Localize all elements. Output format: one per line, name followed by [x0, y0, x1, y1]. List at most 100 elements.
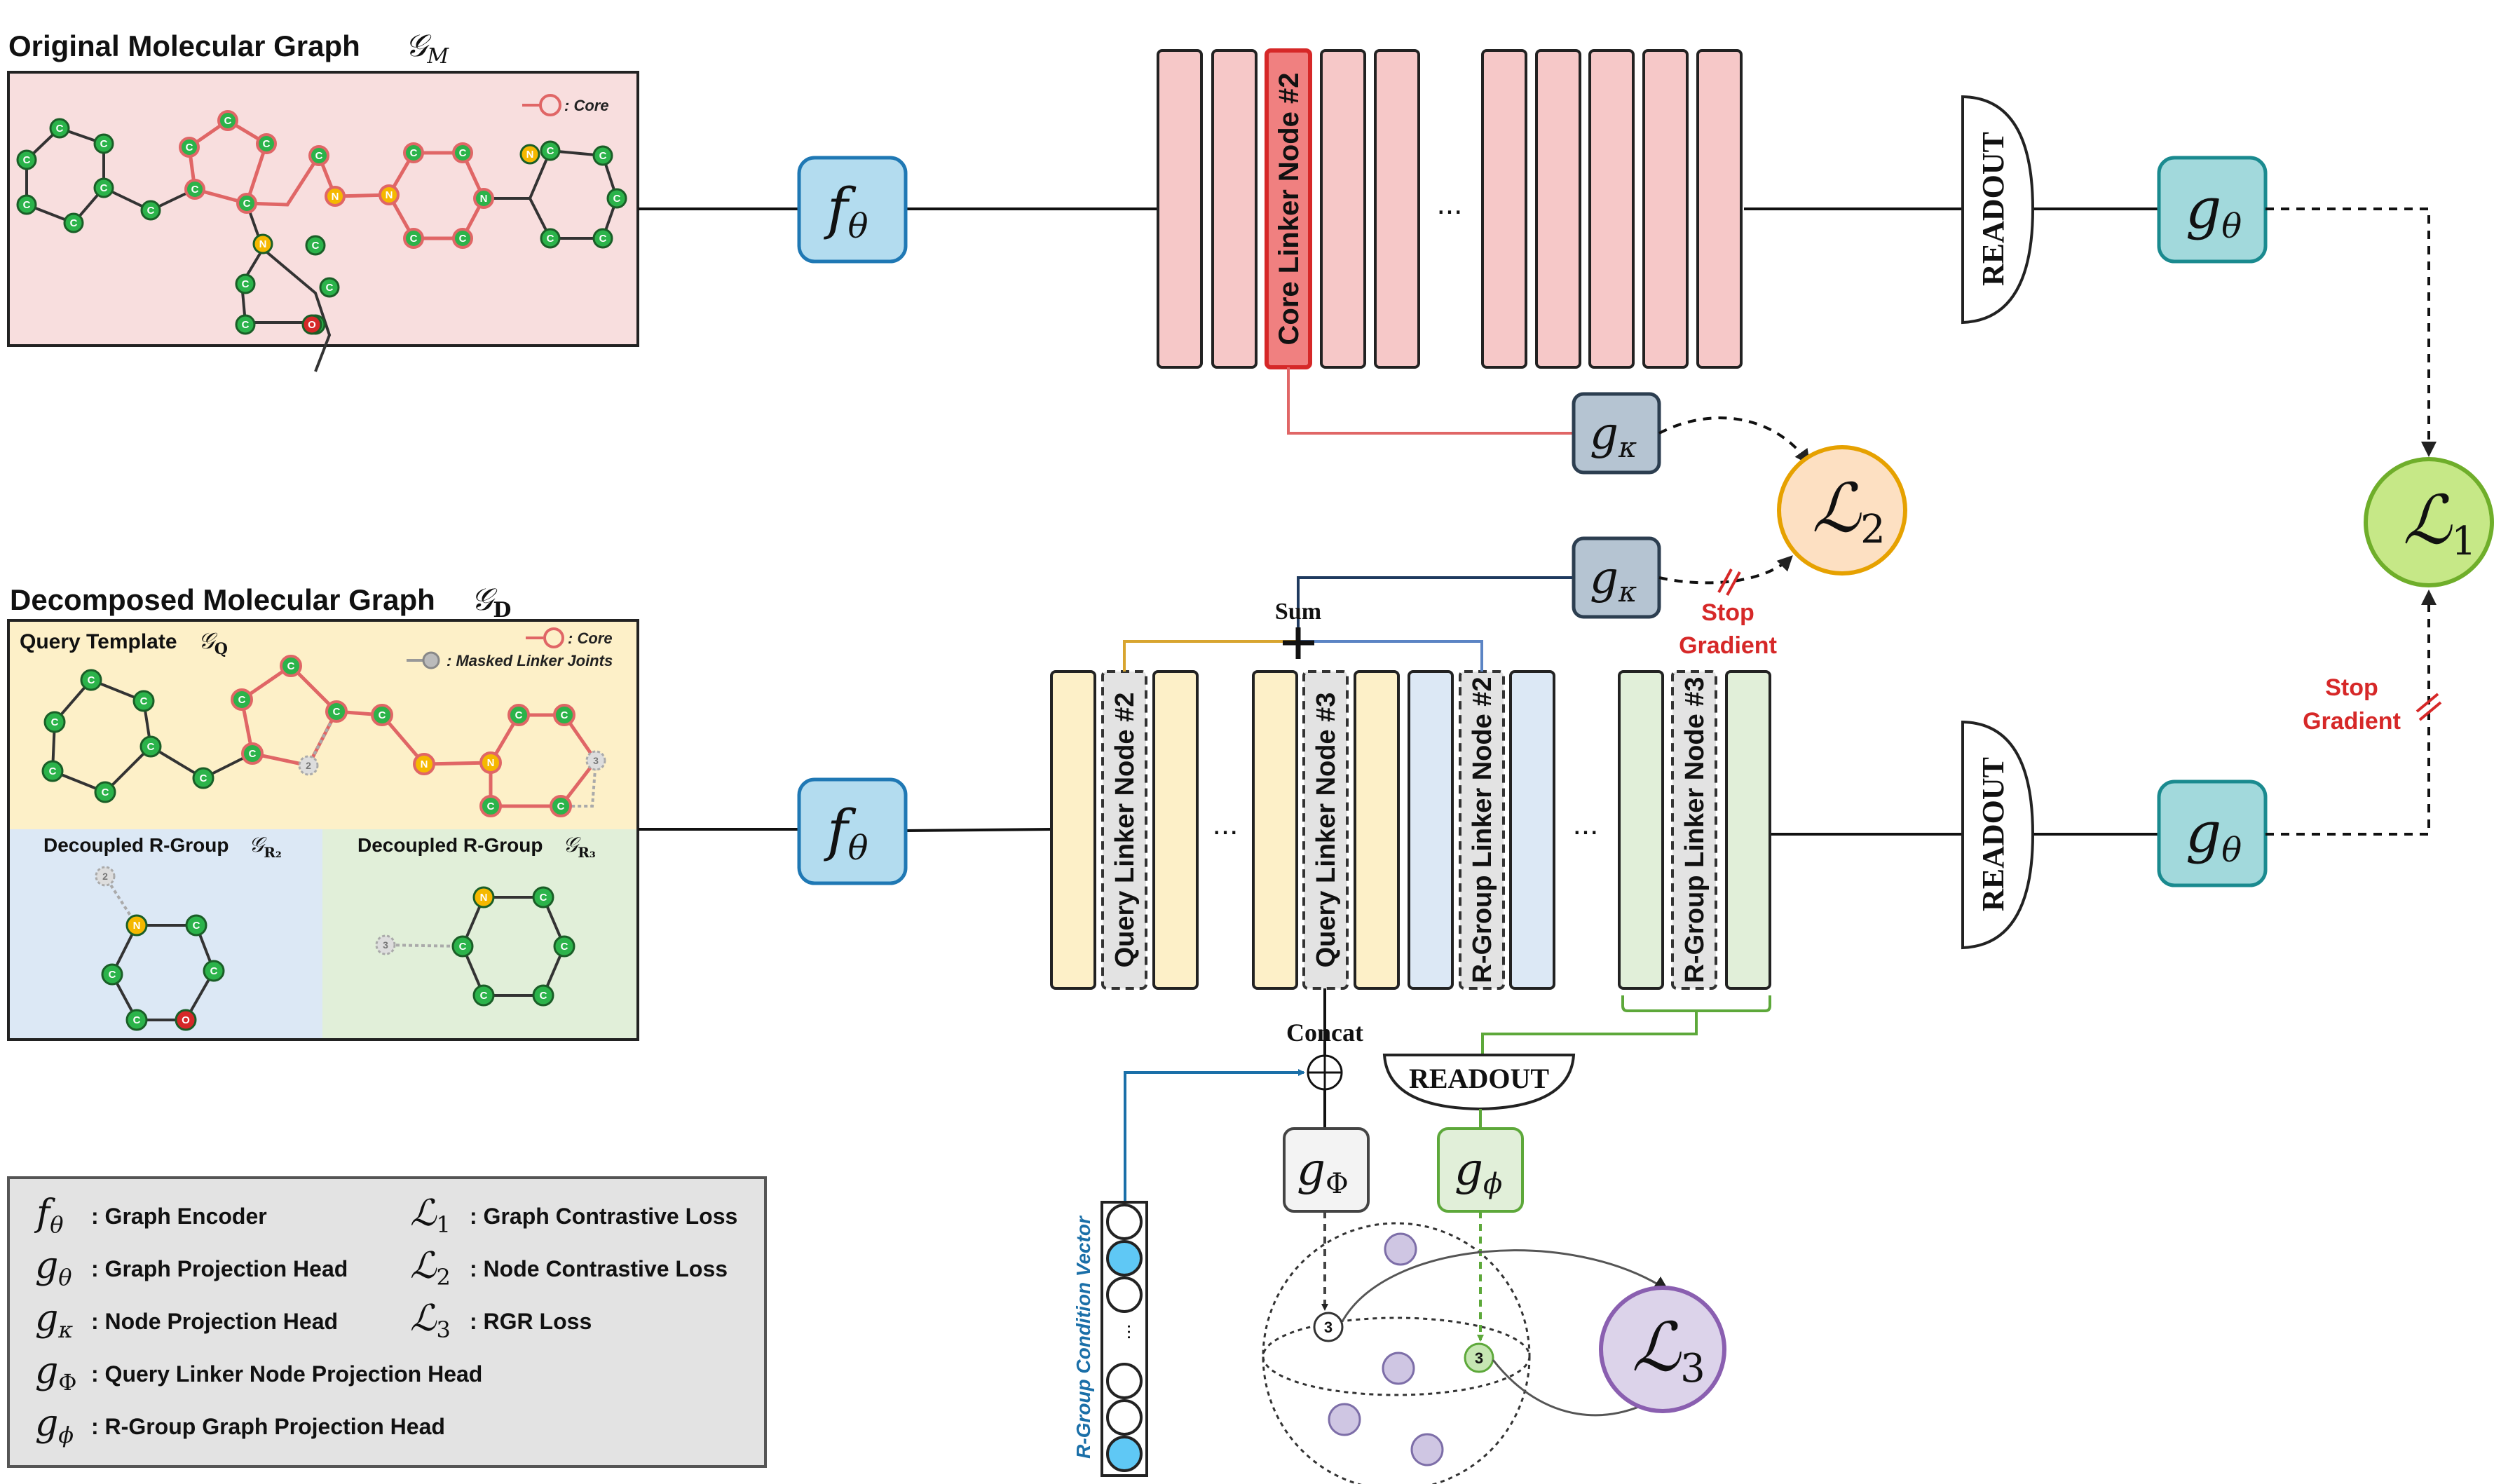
projection-g-kappa-top: gκ — [1572, 392, 1661, 475]
svg-text:C: C — [147, 741, 155, 753]
projection-g-theta-top: gθ — [2157, 156, 2268, 264]
encoder-f-theta-bottom: fθ — [797, 777, 908, 885]
svg-text:C: C — [49, 765, 57, 777]
svg-text:C: C — [459, 941, 467, 953]
decomposed-node-embeddings — [1050, 670, 1771, 990]
svg-text:C: C — [210, 965, 218, 977]
svg-text:: RGR Loss: : RGR Loss — [470, 1309, 592, 1334]
svg-text:READOUT: READOUT — [1976, 132, 2010, 286]
rgroup-condition-vector: ... — [1101, 1201, 1148, 1477]
svg-text:gθ: gθ — [2186, 176, 2242, 246]
svg-text:: R-Group Graph Projection Hea: : R-Group Graph Projection Head — [91, 1414, 445, 1439]
original-graph-title: Original Molecular Graph — [8, 29, 360, 62]
svg-text:R-Group Linker Node #3: R-Group Linker Node #3 — [1680, 676, 1710, 983]
svg-text:C: C — [410, 233, 418, 245]
svg-text:...: ... — [1213, 807, 1239, 841]
svg-text:gκ: gκ — [35, 1298, 73, 1343]
svg-text:3: 3 — [1475, 1349, 1483, 1367]
svg-text:: Query Linker Node Projection: : Query Linker Node Projection Head — [91, 1361, 482, 1387]
readout-bottom: READOUT — [1961, 720, 2035, 950]
svg-text:C: C — [56, 123, 64, 135]
sum-operator — [1283, 627, 1314, 659]
svg-text:C: C — [243, 198, 251, 210]
svg-text:ℒ1: ℒ1 — [410, 1192, 451, 1238]
loss-L2: ℒ2 — [1777, 445, 1907, 576]
svg-text:ℒ2: ℒ2 — [1812, 469, 1886, 552]
embedding-sphere: 3 3 — [1262, 1222, 1531, 1484]
svg-text:N: N — [386, 189, 393, 201]
svg-text:R-Group Linker Node #2: R-Group Linker Node #2 — [1468, 676, 1497, 983]
svg-text:ℒ3: ℒ3 — [410, 1298, 451, 1343]
svg-text:C: C — [312, 240, 320, 252]
svg-text:...: ... — [1112, 1323, 1134, 1340]
svg-text:C: C — [487, 801, 495, 812]
svg-text:C: C — [613, 193, 621, 205]
original-graph-panel — [7, 71, 639, 347]
stop-gradient-label-mid: Stop — [1701, 599, 1754, 626]
stop-gradient-label-right: Stop — [2325, 674, 2378, 701]
svg-text:C: C — [147, 205, 155, 217]
rgroup3-label: Decoupled R-Group — [357, 834, 543, 856]
query-linker-node-3-bar — [1302, 670, 1349, 990]
svg-text:gΦ: gΦ — [1297, 1144, 1349, 1200]
rgroup2-panel — [8, 829, 322, 1040]
svg-text:N: N — [487, 757, 495, 769]
svg-text:N: N — [259, 238, 267, 250]
svg-text:...: ... — [1437, 186, 1463, 221]
svg-text:ℒ1: ℒ1 — [2403, 481, 2476, 564]
loss-L1: ℒ1 — [2364, 457, 2494, 587]
svg-text:...: ... — [1573, 807, 1599, 841]
svg-text:3: 3 — [593, 755, 599, 766]
rgroup2-label: Decoupled R-Group — [43, 834, 229, 856]
svg-text:: Graph Contrastive Loss: : Graph Contrastive Loss — [470, 1204, 737, 1229]
rgroup-linker-node-3-bar — [1671, 670, 1717, 990]
svg-text:C: C — [561, 941, 568, 953]
svg-text:C: C — [200, 772, 207, 784]
svg-text:C: C — [480, 990, 488, 1002]
svg-text:C: C — [249, 748, 257, 760]
svg-text:gϕ: gϕ — [35, 1403, 74, 1448]
svg-text:: Graph Encoder: : Graph Encoder — [91, 1204, 267, 1229]
condition-vector-label: R-Group Condition Vector — [1072, 1215, 1094, 1459]
svg-text:: Core: : Core — [568, 629, 613, 647]
svg-text:Query Linker Node #3: Query Linker Node #3 — [1311, 693, 1341, 968]
svg-text:gκ: gκ — [1590, 408, 1637, 464]
svg-text:N: N — [421, 758, 428, 770]
svg-text:C: C — [109, 969, 116, 981]
rgroup3-panel — [322, 829, 638, 1040]
loss-L3: ℒ3 — [1599, 1286, 1726, 1413]
svg-text:: Graph Projection Head: : Graph Projection Head — [91, 1256, 348, 1281]
svg-text:O: O — [308, 319, 316, 331]
svg-text:C: C — [333, 706, 341, 718]
projection-g-phi: gϕ — [1437, 1127, 1524, 1213]
svg-text:C: C — [599, 233, 607, 245]
svg-text:C: C — [102, 787, 109, 798]
svg-text:C: C — [186, 142, 193, 154]
svg-text:C: C — [326, 282, 334, 294]
svg-text:N: N — [526, 149, 534, 161]
svg-text:O: O — [182, 1014, 190, 1026]
svg-text:Gradient: Gradient — [2303, 708, 2401, 735]
svg-text:C: C — [315, 150, 323, 162]
svg-text:: Node Contrastive Loss: : Node Contrastive Loss — [470, 1256, 728, 1281]
core-legend-icon — [539, 94, 561, 116]
svg-text:gθ: gθ — [2186, 800, 2242, 870]
svg-text:C: C — [547, 233, 554, 245]
svg-text:Query Linker Node #2: Query Linker Node #2 — [1110, 693, 1140, 968]
decomposed-graph-title: Decomposed Molecular Graph — [10, 583, 435, 616]
svg-text:gϕ: gϕ — [1454, 1144, 1502, 1200]
svg-text:3: 3 — [1324, 1319, 1333, 1336]
svg-text:C: C — [140, 695, 148, 707]
svg-text:C: C — [515, 709, 523, 721]
original-node-embeddings — [1157, 49, 1743, 369]
svg-text:C: C — [238, 694, 246, 706]
sum-label: Sum — [1275, 599, 1321, 625]
concat-label: Concat — [1286, 1019, 1363, 1047]
svg-text:C: C — [459, 233, 467, 245]
encoder-f-theta-top: fθ — [797, 156, 908, 264]
svg-text:𝒢D: 𝒢D — [471, 582, 511, 622]
svg-text:: Node Projection Head: : Node Projection Head — [91, 1309, 338, 1334]
svg-text:C: C — [51, 716, 59, 728]
readout-top: READOUT — [1961, 95, 2035, 325]
